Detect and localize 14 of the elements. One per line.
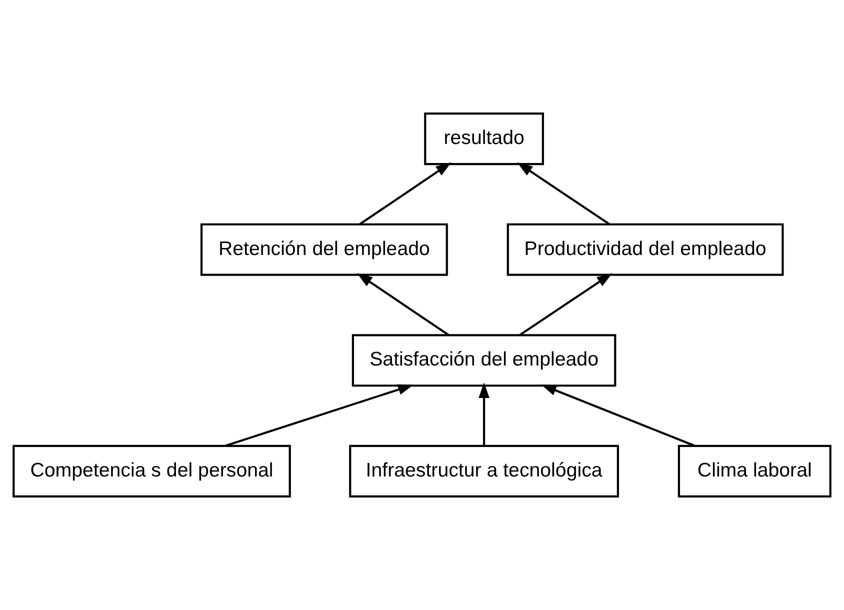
node-box: resultado [424, 112, 544, 166]
arrow [540, 384, 695, 447]
arrow [478, 382, 490, 446]
node-box: Productividad del empleado [506, 223, 784, 276]
node-box: Retención del empleado [200, 223, 448, 276]
node-box: Infraestructur a tecnológica [349, 444, 619, 498]
node-box: Competencia s del personal [12, 444, 291, 498]
node-box: Satisfacción del empleado [352, 334, 616, 387]
arrow [225, 384, 414, 447]
arrow [517, 162, 610, 226]
arrow [519, 273, 612, 336]
node-box: Clima laboral [678, 444, 832, 498]
arrow [359, 162, 452, 226]
arrow [356, 273, 450, 336]
